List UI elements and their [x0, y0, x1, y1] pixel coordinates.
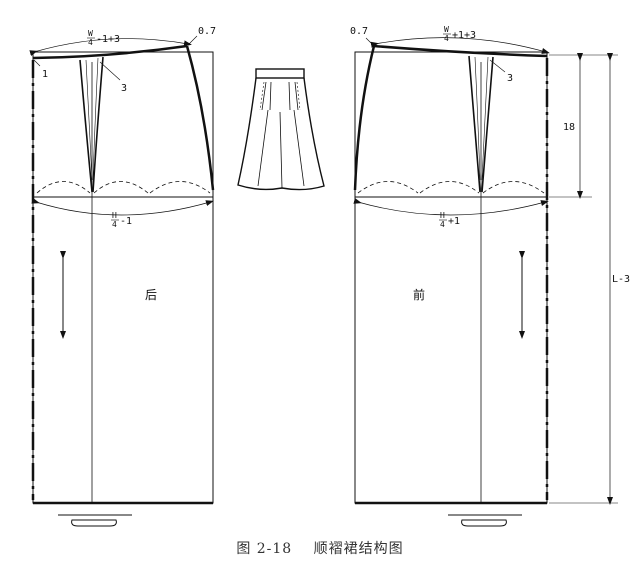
front-dart-inner [474, 56, 489, 181]
back-drop-leader [33, 59, 41, 67]
back-hip-suffix: -1 [120, 216, 132, 227]
front-waist-measure [370, 37, 550, 54]
front-labels: 0.7 W 4 +1+3 3 18 H 4 +1 前 L-3 [350, 25, 630, 302]
front-waist-curve [373, 44, 548, 58]
front-hip-measure [353, 198, 549, 216]
back-hip-measure [31, 197, 214, 216]
front-hip-suffix: +1 [448, 216, 460, 227]
front-dart-outer [468, 55, 494, 193]
figure-caption: 图 2-18 顺褶裙结构图 [0, 538, 640, 558]
back-center-drop: 1 [42, 69, 48, 80]
front-panel [353, 37, 618, 527]
skirt-pleat-lines [257, 81, 305, 189]
back-panel [29, 35, 215, 527]
back-labels: W 4 -1+3 0.7 1 3 H 4 -1 后 [42, 26, 216, 302]
front-hip-num: H [440, 211, 445, 220]
front-hip-arcs [357, 181, 545, 194]
back-waist-measure [29, 38, 192, 56]
front-dart-leader [489, 59, 506, 73]
front-waist-num: W [444, 25, 449, 34]
front-waist-suffix: +1+3 [452, 30, 476, 41]
front-side-seam [353, 45, 376, 191]
back-hip-num: H [112, 211, 117, 220]
front-length: L-3 [612, 274, 630, 285]
back-frame [32, 51, 214, 504]
back-dart-outer [79, 56, 104, 193]
skirt-waistband [255, 68, 305, 79]
front-hip-den: 4 [440, 220, 445, 229]
front-side-raise: 0.7 [350, 26, 368, 37]
front-label: 前 [413, 287, 425, 302]
skirt-sketch [237, 68, 325, 191]
front-raise-leader [365, 37, 375, 47]
figure-title: 顺褶裙结构图 [313, 541, 404, 557]
back-dart-inner [85, 57, 99, 181]
front-dart-width: 3 [507, 73, 513, 84]
back-label: 后 [145, 288, 157, 302]
back-hip-den: 4 [112, 220, 117, 229]
back-raise-leader [187, 35, 198, 46]
back-waist-suffix: -1+3 [96, 34, 120, 45]
back-side-seam [185, 45, 215, 191]
skirt-body [237, 77, 325, 191]
front-frame [354, 51, 548, 504]
front-waist-den: 4 [444, 34, 449, 43]
back-dart-width: 3 [121, 83, 127, 94]
back-waist-den: 4 [88, 38, 93, 47]
back-waist-num: W [88, 29, 93, 38]
back-dart-leader [99, 61, 121, 81]
back-stand [58, 514, 132, 527]
skirt-pleat-dashes [259, 81, 301, 111]
back-hip-arcs [36, 181, 211, 194]
figure-number: 图 2-18 [236, 541, 293, 557]
front-stand [448, 514, 522, 527]
front-hip-depth: 18 [563, 122, 575, 133]
back-side-raise: 0.7 [198, 26, 216, 37]
